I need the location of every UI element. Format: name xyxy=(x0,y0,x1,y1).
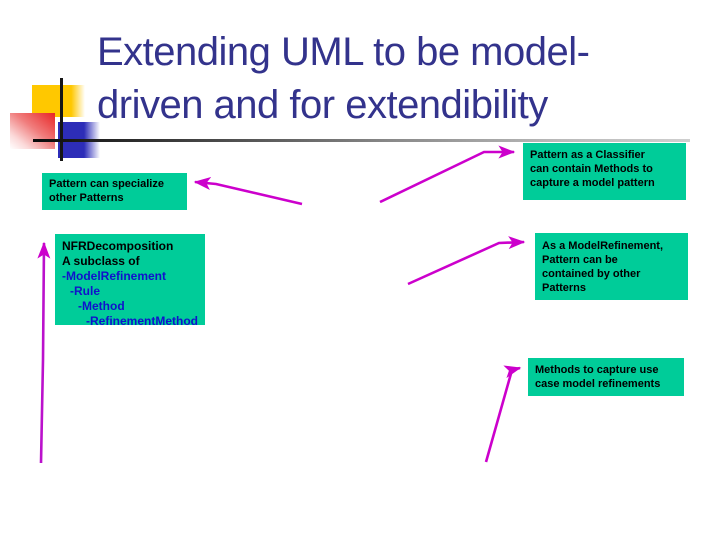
refinement-line: Pattern can be xyxy=(542,254,618,266)
refinement-line: contained by other xyxy=(542,268,641,280)
classifier-line: capture a model pattern xyxy=(530,177,655,189)
arrow-to-classifier-box xyxy=(379,145,516,204)
nfr-line-rule: -Rule xyxy=(70,284,100,298)
ornament-red-gradient-square xyxy=(10,113,55,149)
methods-line: Methods to capture use xyxy=(535,364,659,376)
refinement-line: As a ModelRefinement, xyxy=(542,240,664,252)
specialize-callout-box: Pattern can specialize other Patterns xyxy=(42,173,187,210)
ornament-vertical-line xyxy=(60,78,63,161)
refinement-callout-box: As a ModelRefinement, Pattern can be con… xyxy=(535,233,688,300)
specialize-line: other Patterns xyxy=(49,192,124,204)
arrow-to-methods-box xyxy=(484,365,522,463)
methods-callout-box: Methods to capture use case model refine… xyxy=(528,358,684,396)
title-divider-rule xyxy=(33,139,690,142)
nfr-decomposition-box: NFRDecomposition A subclass of -ModelRef… xyxy=(55,234,205,328)
slide-title: Extending UML to be model- driven and fo… xyxy=(97,26,672,132)
nfr-line-modelrefinement: -ModelRefinement xyxy=(62,269,167,283)
slide-title-line2: driven and for extendibility xyxy=(97,83,548,127)
refinement-line: Patterns xyxy=(542,282,587,294)
nfr-line: NFRDecomposition xyxy=(62,239,174,253)
classifier-line: Pattern as a Classifier xyxy=(530,149,645,161)
nfr-line-refinementmethod: -RefinementMethod xyxy=(86,314,198,328)
classifier-line: can contain Methods to xyxy=(530,163,653,175)
specialize-line: Pattern can specialize xyxy=(49,178,164,190)
slide-title-line1: Extending UML to be model- xyxy=(97,30,590,74)
ornament-yellow-square xyxy=(32,85,85,117)
classifier-callout-box: Pattern as a Classifier can contain Meth… xyxy=(523,143,686,200)
arrow-to-nfr-box xyxy=(37,241,51,464)
methods-line: case model refinements xyxy=(535,378,661,390)
arrow-to-refinement-box xyxy=(407,236,526,286)
nfr-line: A subclass of xyxy=(62,254,140,268)
nfr-line-method: -Method xyxy=(78,299,125,313)
arrow-to-specialize-box xyxy=(193,177,303,206)
